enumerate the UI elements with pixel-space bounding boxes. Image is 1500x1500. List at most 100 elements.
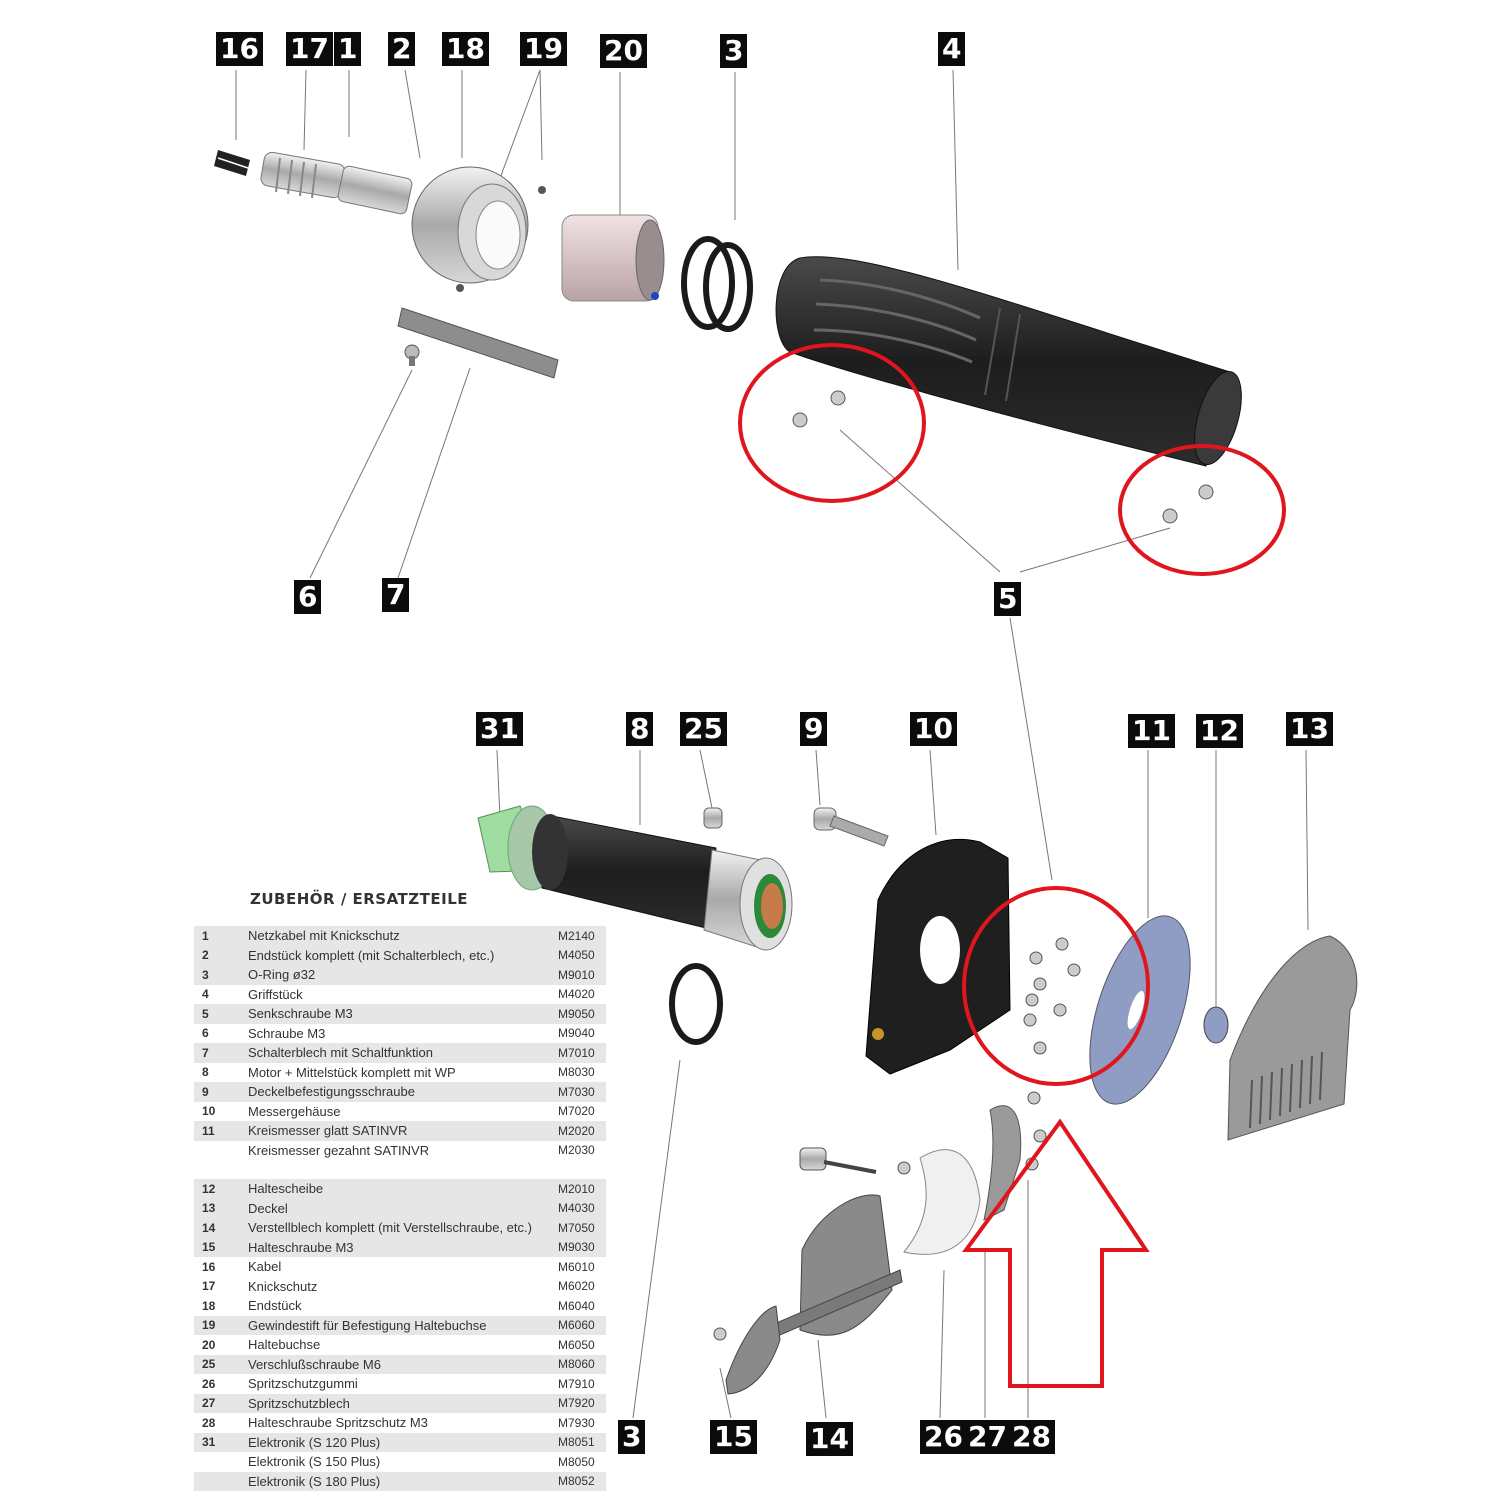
- callout-14: 14: [806, 1422, 853, 1456]
- callout-1: 1: [334, 32, 362, 66]
- screws-part-5: [792, 390, 1214, 524]
- part-number: 4: [202, 987, 209, 1002]
- part-code: M6010: [558, 1259, 595, 1274]
- parts-list-row: 13 Deckel M4030: [194, 1198, 606, 1218]
- part-description: Griffstück: [248, 986, 303, 1002]
- part-description: O-Ring ø32: [248, 967, 316, 983]
- part-number: 13: [202, 1201, 216, 1216]
- callout-19: 19: [520, 32, 567, 66]
- part-number: 27: [202, 1396, 216, 1411]
- part-number: 14: [202, 1220, 216, 1235]
- part-description: Halteschraube Spritzschutz M3: [248, 1415, 428, 1431]
- part-code: M8052: [558, 1474, 595, 1489]
- part-description: Gewindestift für Befestigung Haltebuchse: [248, 1317, 487, 1333]
- part-description: Schalterblech mit Schaltfunktion: [248, 1045, 433, 1061]
- callout-25: 25: [680, 712, 727, 746]
- highlight-arrow: [962, 1118, 1150, 1388]
- callout-9: 9: [800, 712, 828, 746]
- part-code: M6050: [558, 1337, 595, 1352]
- part-description: Spritzschutzblech: [248, 1395, 350, 1411]
- retaining-disc-part-12: [1203, 1006, 1229, 1044]
- retaining-screws-part-28: [1025, 1091, 1047, 1171]
- part-number: 31: [202, 1435, 216, 1450]
- parts-list-row: 19 Gewindestift für Befestigung Haltebuch…: [194, 1315, 606, 1335]
- callout-3-top: 3: [720, 34, 748, 68]
- blade-housing-part-10: [865, 838, 1011, 1075]
- callout-12: 12: [1196, 714, 1243, 748]
- part-code: M6020: [558, 1279, 595, 1294]
- part-code: M7930: [558, 1415, 595, 1430]
- callout-20: 20: [600, 34, 647, 68]
- part-description: Haltebuchse: [248, 1337, 321, 1353]
- switch-plate-part-7: [397, 307, 559, 379]
- strain-relief-part-17: [260, 151, 346, 199]
- cover-part-13: [1227, 935, 1358, 1141]
- adjuster-plate-part-14: [725, 1147, 903, 1395]
- part-code: M7910: [558, 1376, 595, 1391]
- callout-18: 18: [442, 32, 489, 66]
- parts-list-row: 26 Spritzschutzgummi M7910: [194, 1374, 606, 1394]
- part-number: 16: [202, 1259, 216, 1274]
- parts-list-row: [194, 1160, 606, 1179]
- part-code: M4030: [558, 1201, 595, 1216]
- part-description: Verstellblech komplett (mit Verstellschr…: [248, 1220, 532, 1236]
- part-number: 3: [202, 967, 209, 982]
- part-code: M8050: [558, 1454, 595, 1469]
- part-description: Endstück komplett (mit Schalterblech, et…: [248, 947, 495, 963]
- part-code: M7050: [558, 1220, 595, 1235]
- part-description: Spritzschutzgummi: [248, 1376, 358, 1392]
- part-description: Verschlußschraube M6: [248, 1356, 381, 1372]
- part-description: Endstück: [248, 1298, 302, 1314]
- leader-lines-bottom: [496, 617, 1309, 1419]
- motor-part-8: [532, 814, 793, 951]
- part-code: M8030: [558, 1065, 595, 1080]
- retaining-screw-part-15b: [897, 1161, 911, 1175]
- part-number: 9: [202, 1084, 209, 1099]
- part-code: M2020: [558, 1123, 595, 1138]
- part-description: Haltescheibe: [248, 1181, 324, 1197]
- part-description: Netzkabel mit Knickschutz: [248, 928, 400, 944]
- cable-part-16: [214, 150, 250, 176]
- part-description: Deckel: [248, 1200, 288, 1216]
- set-screw-part-19b: [456, 284, 464, 292]
- part-number: 11: [202, 1123, 215, 1138]
- part-number: 10: [202, 1104, 216, 1119]
- parts-list-row: 16 Kabel M6010: [194, 1257, 606, 1277]
- part-code: M7010: [558, 1045, 595, 1060]
- leader-lines-top: [235, 69, 1171, 579]
- callout-13: 13: [1286, 712, 1333, 746]
- callout-15: 15: [710, 1420, 757, 1454]
- parts-list-row: Elektronik (S 180 Plus)M8052: [194, 1471, 606, 1491]
- part-code: M6060: [558, 1318, 595, 1333]
- part-code: M2010: [558, 1181, 595, 1196]
- callout-10: 10: [910, 712, 957, 746]
- callout-27: 27: [964, 1420, 1011, 1454]
- part-description: Kabel: [248, 1259, 282, 1275]
- part-number: 8: [202, 1065, 209, 1080]
- part-number: 26: [202, 1376, 216, 1391]
- part-description: Messergehäuse: [248, 1103, 341, 1119]
- callout-5: 5: [994, 582, 1022, 616]
- part-number: 5: [202, 1006, 209, 1021]
- handle-part-4: [775, 256, 1242, 467]
- callout-11: 11: [1128, 714, 1175, 748]
- callout-26: 26: [920, 1420, 967, 1454]
- part-description: Elektronik (S 150 Plus): [248, 1454, 381, 1470]
- part-number: 19: [202, 1318, 216, 1333]
- highlight-circle-bottom: [962, 886, 1150, 1086]
- callout-16: 16: [216, 32, 263, 66]
